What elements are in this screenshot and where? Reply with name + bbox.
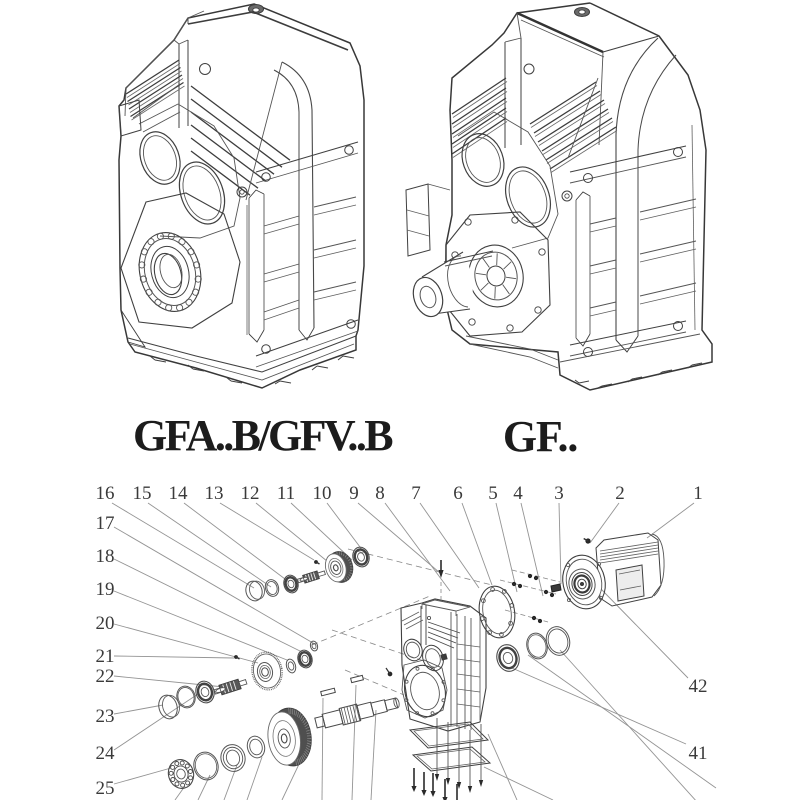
svg-text:24: 24 bbox=[96, 743, 116, 764]
svg-text:7: 7 bbox=[411, 483, 421, 504]
svg-text:GFA..B/GFV..B: GFA..B/GFV..B bbox=[133, 411, 393, 460]
svg-text:42: 42 bbox=[689, 676, 708, 697]
svg-text:19: 19 bbox=[96, 579, 115, 600]
svg-text:18: 18 bbox=[96, 546, 115, 567]
svg-text:12: 12 bbox=[241, 483, 260, 504]
svg-text:10: 10 bbox=[313, 483, 332, 504]
svg-text:25: 25 bbox=[96, 778, 115, 799]
svg-text:4: 4 bbox=[513, 483, 523, 504]
svg-text:15: 15 bbox=[133, 483, 152, 504]
svg-text:8: 8 bbox=[375, 483, 385, 504]
svg-text:14: 14 bbox=[169, 483, 189, 504]
svg-text:13: 13 bbox=[205, 483, 224, 504]
svg-text:16: 16 bbox=[96, 483, 115, 504]
svg-text:GF..: GF.. bbox=[503, 412, 577, 461]
svg-text:2: 2 bbox=[615, 483, 625, 504]
svg-text:21: 21 bbox=[96, 646, 115, 667]
svg-text:23: 23 bbox=[96, 706, 115, 727]
svg-text:3: 3 bbox=[554, 483, 564, 504]
svg-text:11: 11 bbox=[277, 483, 295, 504]
svg-text:6: 6 bbox=[453, 483, 463, 504]
svg-text:20: 20 bbox=[96, 613, 115, 634]
svg-text:1: 1 bbox=[693, 483, 703, 504]
svg-text:17: 17 bbox=[96, 513, 115, 534]
svg-text:41: 41 bbox=[689, 743, 708, 764]
svg-text:22: 22 bbox=[96, 666, 115, 687]
svg-text:9: 9 bbox=[349, 483, 359, 504]
svg-text:5: 5 bbox=[488, 483, 498, 504]
